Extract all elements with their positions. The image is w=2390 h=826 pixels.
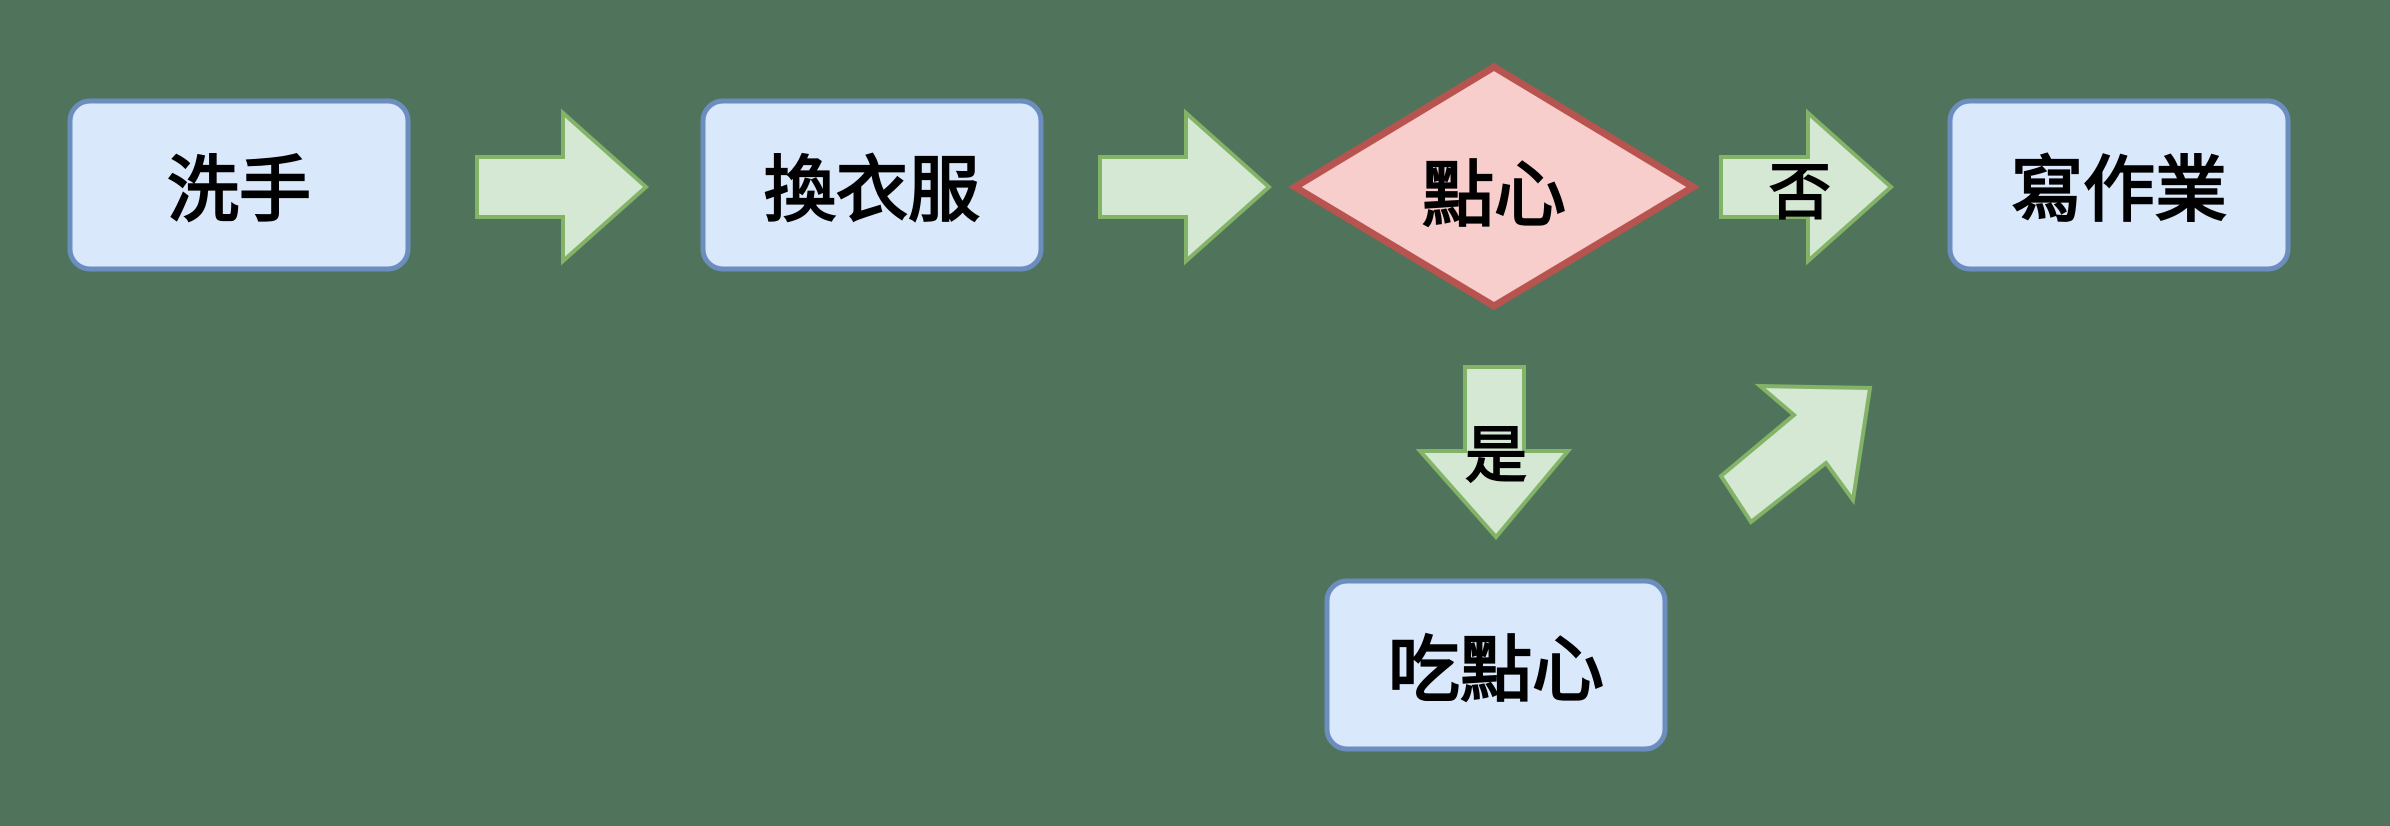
arrow-wash-to-change bbox=[475, 108, 650, 266]
edge-yes-label: 是 bbox=[1465, 419, 1527, 492]
edge-yes: 是 bbox=[1415, 365, 1573, 541]
node-wash-hands-label: 洗手 bbox=[167, 148, 311, 232]
arrow-change-to-snack bbox=[1098, 108, 1273, 266]
node-eat-snack-shape bbox=[1324, 578, 1668, 752]
node-wash-hands-shape bbox=[67, 98, 411, 272]
node-homework-label: 寫作業 bbox=[2011, 148, 2227, 232]
node-eat-snack[interactable]: 吃點心 bbox=[1324, 578, 1668, 752]
node-wash-hands[interactable]: 洗手 bbox=[67, 98, 411, 272]
decision-snack-label: 點心 bbox=[1422, 153, 1566, 237]
decision-snack-shape bbox=[1288, 62, 1700, 311]
arrow-yes bbox=[1415, 365, 1573, 541]
arrow-eat-to-homework bbox=[1718, 383, 1873, 525]
edge-no: 否 bbox=[1719, 108, 1895, 266]
node-homework[interactable]: 寫作業 bbox=[1947, 98, 2291, 272]
node-homework-shape bbox=[1947, 98, 2291, 272]
arrow-no bbox=[1719, 108, 1895, 266]
node-eat-snack-label: 吃點心 bbox=[1388, 628, 1604, 712]
decision-snack[interactable]: 點心 bbox=[1288, 62, 1700, 311]
edge-no-label: 否 bbox=[1769, 156, 1831, 229]
node-change-clothes[interactable]: 換衣服 bbox=[700, 98, 1044, 272]
node-change-clothes-shape bbox=[700, 98, 1044, 272]
node-change-clothes-label: 換衣服 bbox=[764, 148, 980, 232]
